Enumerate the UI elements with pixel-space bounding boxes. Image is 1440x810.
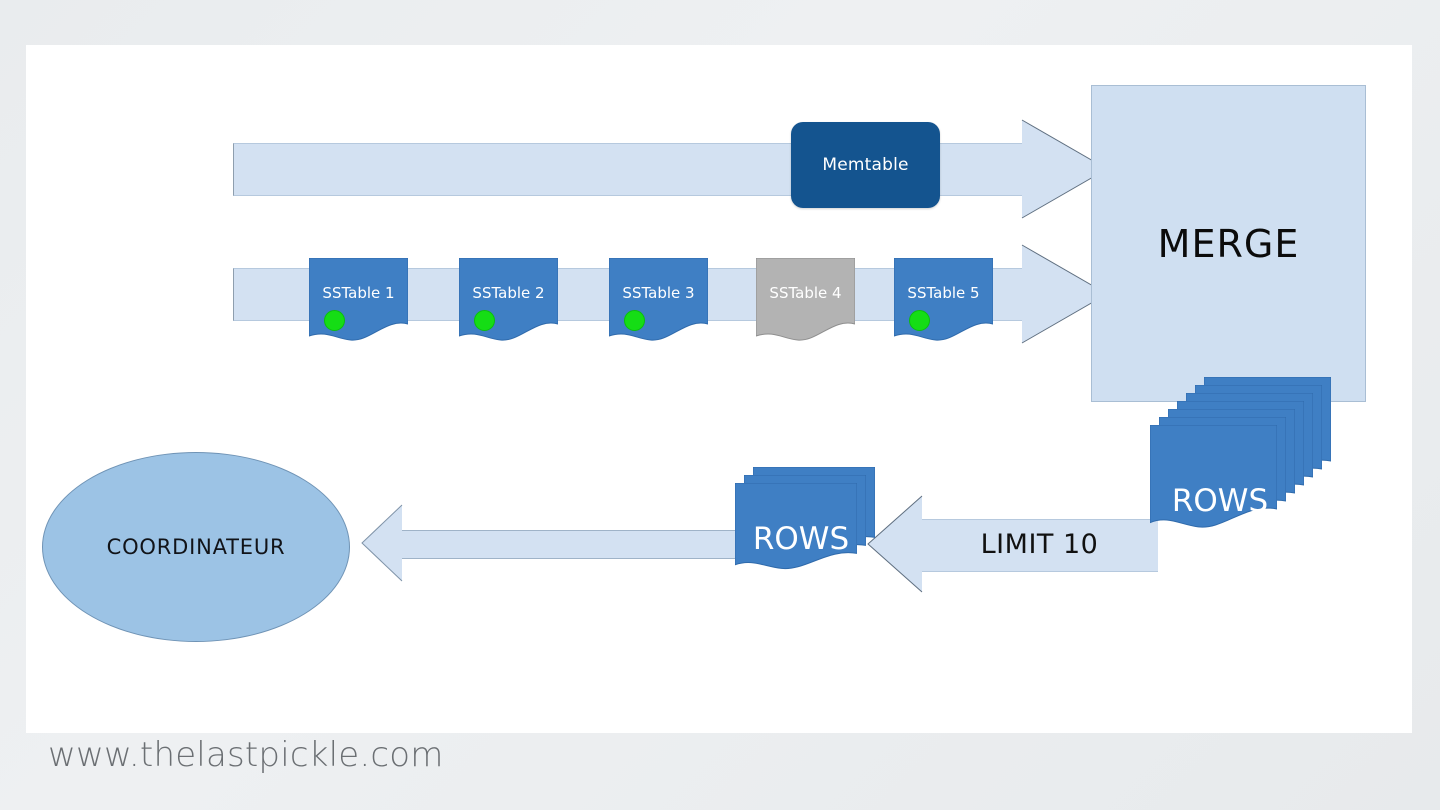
arrow-shaft	[400, 530, 741, 559]
sstable-shape-icon	[894, 258, 993, 341]
rows-to-coordinator-arrow	[361, 504, 741, 582]
footer-url: www.thelastpickle.com	[48, 735, 444, 775]
arrow-head	[362, 505, 402, 581]
rows-stack-full[interactable]: ROWS	[1150, 377, 1335, 585]
limit-arrow: LIMIT 10	[867, 495, 1158, 593]
sstable-status-dot-icon	[909, 310, 930, 331]
arrow-head-outline-icon	[361, 504, 403, 582]
merge-label: MERGE	[1157, 221, 1300, 266]
sstable-shape-icon	[756, 258, 855, 341]
sstable-status-dot-icon	[474, 310, 495, 331]
arrow-head-outline-icon	[1021, 119, 1109, 219]
coordinator-label: COORDINATEUR	[106, 535, 286, 559]
sstable-shape-icon	[459, 258, 558, 341]
sstable-status-dot-icon	[624, 310, 645, 331]
arrow-head-outline-icon	[867, 495, 923, 593]
sstable-4[interactable]: SSTable 4	[756, 258, 855, 343]
rows-stack-limited[interactable]: ROWS	[735, 467, 885, 598]
memtable-box[interactable]: Memtable	[791, 122, 940, 208]
memtable-label: Memtable	[822, 155, 909, 175]
arrow-head	[868, 496, 922, 592]
coordinator-node[interactable]: COORDINATEUR	[42, 452, 350, 642]
sstable-1[interactable]: SSTable 1	[309, 258, 408, 343]
sstable-2[interactable]: SSTable 2	[459, 258, 558, 343]
sstable-3[interactable]: SSTable 3	[609, 258, 708, 343]
limit-arrow-label: LIMIT 10	[980, 529, 1099, 560]
sstable-shape-icon	[309, 258, 408, 341]
sstable-5[interactable]: SSTable 5	[894, 258, 993, 343]
merge-box[interactable]: MERGE	[1091, 85, 1366, 402]
sstable-shape-icon	[609, 258, 708, 341]
arrow-shaft	[921, 519, 1158, 572]
sstable-status-dot-icon	[324, 310, 345, 331]
memtable-flow-arrow	[233, 119, 1109, 219]
